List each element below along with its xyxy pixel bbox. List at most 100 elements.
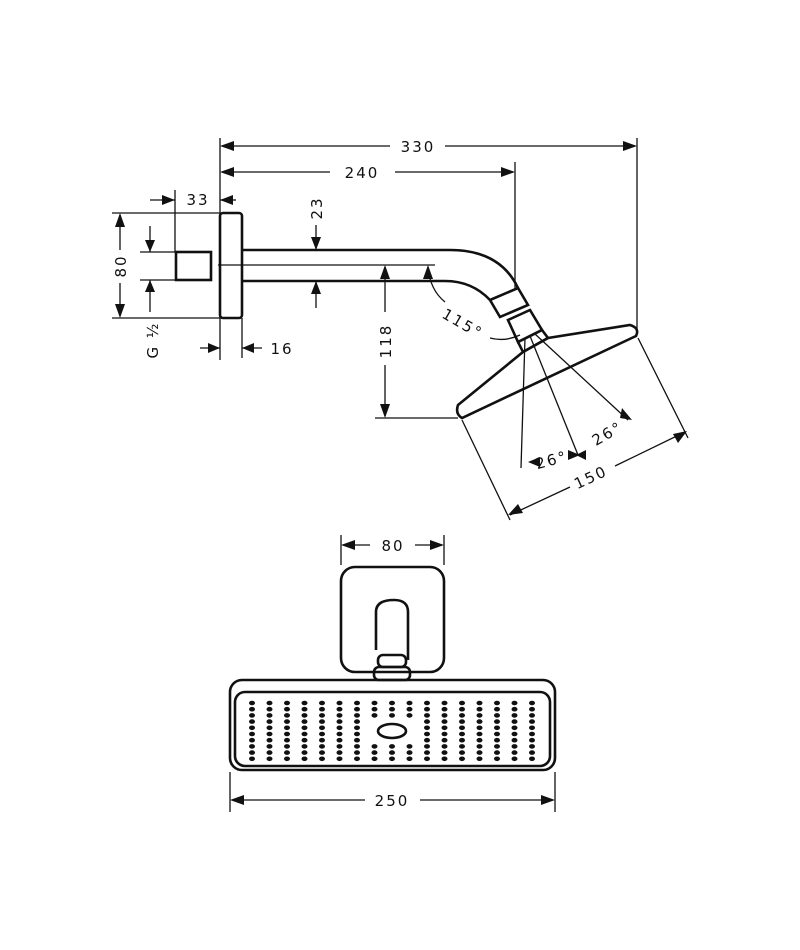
nozzle-dot [424, 756, 430, 762]
nozzle-dot [441, 706, 448, 712]
nozzle-dot [476, 731, 483, 737]
center-nozzle [376, 722, 408, 740]
nozzle-dot [494, 737, 500, 743]
nozzle-dot [266, 713, 273, 718]
nozzle-dot [249, 756, 255, 762]
nozzle-dot [266, 756, 273, 762]
nozzle-dot [389, 713, 395, 718]
nipple [174, 250, 213, 282]
nozzle-dot [424, 719, 430, 724]
nozzle-dot [441, 750, 448, 755]
nozzle-dot [319, 719, 325, 724]
nozzle-dot [301, 719, 308, 724]
nozzle-dot [336, 725, 343, 731]
dimension-label: 23 [308, 196, 326, 219]
dimension-label: 250 [375, 792, 410, 810]
nozzle-dot [301, 744, 308, 749]
front-view: 80 250 [228, 535, 557, 812]
dimension-label: 80 [381, 537, 404, 555]
dimension-16: 16 [200, 340, 293, 358]
dimension-80-front: 80 [340, 535, 445, 565]
nozzle-dot [441, 700, 448, 706]
nozzle-dot [494, 731, 500, 737]
nozzle-dot [459, 700, 465, 706]
nozzle-dot [459, 713, 465, 718]
nozzle-dot [371, 706, 378, 712]
nozzle-dot [494, 706, 500, 712]
nozzle-dot [441, 731, 448, 737]
shower-arm-lower [242, 279, 491, 301]
nozzle-dot [336, 719, 343, 724]
nozzle-dot [301, 700, 308, 706]
nozzle-dot [424, 706, 430, 712]
nozzle-dot [336, 744, 343, 749]
dimension-118: 118 [377, 265, 395, 418]
nozzle-dot [266, 706, 273, 712]
nozzle-dot [511, 719, 518, 724]
nozzle-dot [511, 700, 518, 706]
nozzle-dot [284, 750, 290, 755]
dimension-label: 240 [345, 164, 380, 182]
nozzle-dot [301, 731, 308, 737]
nozzle-dot [371, 744, 378, 749]
nozzle-dot [441, 719, 448, 724]
nozzle-dot [336, 706, 343, 712]
nozzle-dot [301, 725, 308, 731]
nozzle-dot [529, 719, 535, 724]
nozzle-dot [371, 700, 378, 706]
nozzle-dot [529, 731, 535, 737]
nozzle-dot [459, 706, 465, 712]
nozzle-dot [354, 744, 360, 749]
nozzle-dot [319, 725, 325, 731]
nozzle-dot [319, 713, 325, 718]
nozzle-dot [336, 700, 343, 706]
nozzle-dot [354, 706, 360, 712]
nozzle-dot [284, 725, 290, 731]
nozzle-dot [284, 744, 290, 749]
nozzle-dot [511, 744, 518, 749]
nozzle-dot [284, 737, 290, 743]
nozzle-dot [301, 756, 308, 762]
nozzle-dot [494, 719, 500, 724]
nozzle-dot [389, 744, 395, 749]
dimension-240: 240 [220, 164, 515, 182]
nozzle-dot [424, 725, 430, 731]
dimension-label: 16 [270, 340, 293, 358]
nozzle-dot [336, 737, 343, 743]
nozzle-dot [476, 706, 483, 712]
nozzle-dot [511, 750, 518, 755]
nozzle-dot [354, 731, 360, 737]
dimension-115-angle: 115° [423, 265, 521, 342]
nozzle-dot [511, 725, 518, 731]
nozzle-dot [494, 744, 500, 749]
nozzle-dot [494, 700, 500, 706]
ball-joint [488, 286, 530, 319]
nozzle-dot [354, 713, 360, 718]
shower-head-side [455, 323, 639, 420]
nozzle-dot [441, 713, 448, 718]
dimension-330: 330 [220, 138, 637, 156]
nozzle-dot [284, 706, 290, 712]
side-view: 330 240 33 23 80 G ½ [112, 138, 689, 521]
nozzle-dot [459, 719, 465, 724]
nozzle-dot [424, 744, 430, 749]
dimension-33: 33 [150, 191, 236, 209]
nozzle-dot [249, 713, 255, 718]
escutcheon-front [339, 565, 446, 674]
nozzle-dot [529, 706, 535, 712]
nozzle-dot [389, 700, 395, 706]
nozzle-dot [511, 713, 518, 718]
nozzle-dot [284, 713, 290, 718]
nozzle-dot [459, 756, 465, 762]
thread-label: G ½ [144, 322, 162, 359]
nozzle-dot [494, 713, 500, 718]
nozzle-dot [406, 756, 413, 762]
nozzle-dot [266, 719, 273, 724]
nozzle-dot [459, 725, 465, 731]
nozzle-dot [249, 744, 255, 749]
dimension-label: 118 [377, 324, 395, 359]
nozzle-dot [249, 719, 255, 724]
nozzle-dot [266, 725, 273, 731]
nozzle-dot [529, 756, 535, 762]
